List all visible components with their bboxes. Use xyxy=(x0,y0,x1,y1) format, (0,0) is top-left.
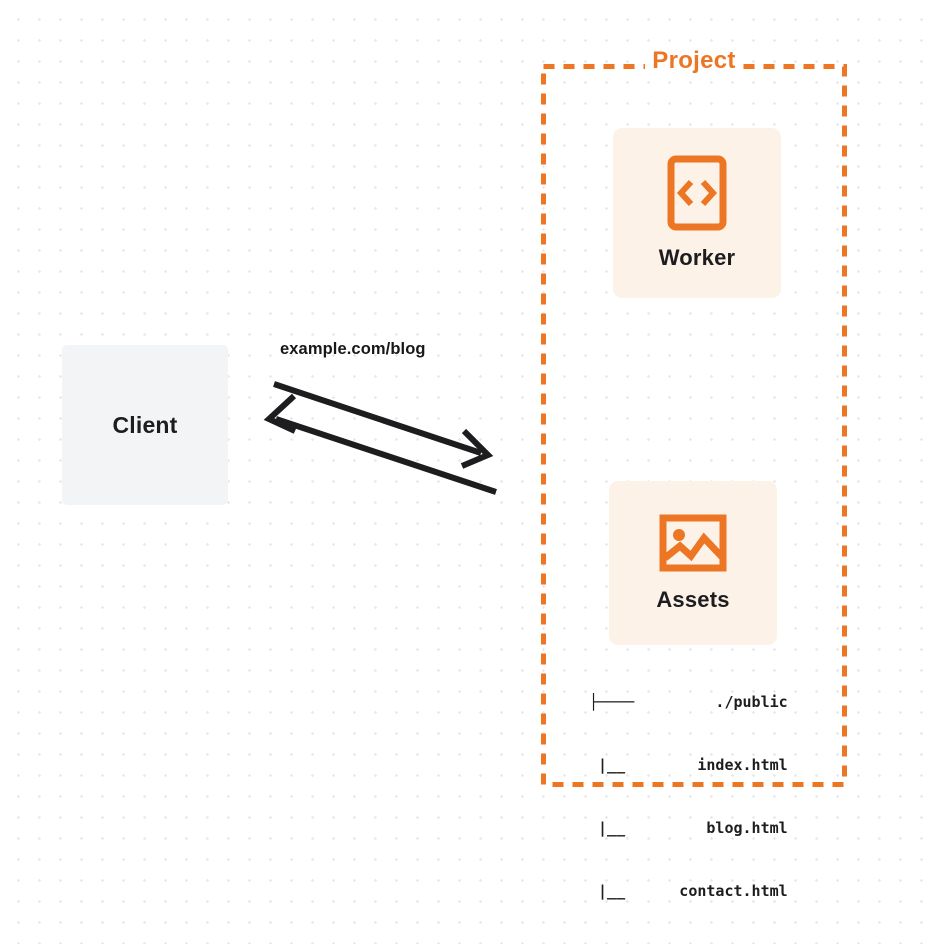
client-label: Client xyxy=(112,411,178,438)
file-tree-row: |__ blog.html xyxy=(589,819,788,837)
worker-card[interactable]: Worker xyxy=(613,128,781,298)
client-node[interactable]: Client xyxy=(62,345,228,505)
assets-label: Assets xyxy=(656,587,730,612)
connection-label: example.com/blog xyxy=(280,340,426,358)
project-title: Project xyxy=(541,47,847,75)
connection-arrows xyxy=(263,381,497,495)
file-tree-row: |__ contact.html xyxy=(589,882,788,900)
diagram-canvas: Client example.com/blog Project xyxy=(62,47,847,900)
file-tree-row: |__ index.html xyxy=(589,756,788,774)
code-brackets-icon xyxy=(667,155,727,231)
file-tree-row: ├──── ./public xyxy=(589,693,788,711)
response-arrow xyxy=(263,393,497,495)
worker-label: Worker xyxy=(658,245,736,270)
request-arrow xyxy=(273,381,494,469)
assets-file-tree: ├──── ./public |__ index.html |__ blog.h… xyxy=(589,650,788,944)
project-container: Project Worker Assets ├──── ./public xyxy=(541,47,847,900)
image-icon xyxy=(659,514,727,572)
assets-card[interactable]: Assets xyxy=(609,481,777,645)
project-title-text: Project xyxy=(645,47,743,74)
